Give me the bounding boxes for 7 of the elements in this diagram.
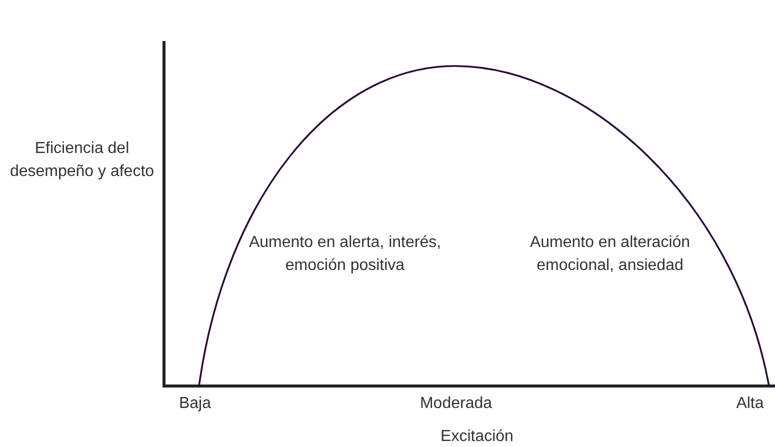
annotation-text: Aumento en alerta, interés, emoción positiva	[248, 233, 442, 276]
tick-label: Baja	[178, 394, 212, 414]
tick-label: Alta	[735, 394, 765, 414]
tick-label: Moderada	[418, 394, 494, 414]
annotation-text: Aumento en alteración emocional, ansiedad	[528, 233, 692, 276]
axis-title: Excitación	[440, 427, 514, 447]
axis-title: Eficiencia del desempeño y afecto	[8, 139, 156, 182]
